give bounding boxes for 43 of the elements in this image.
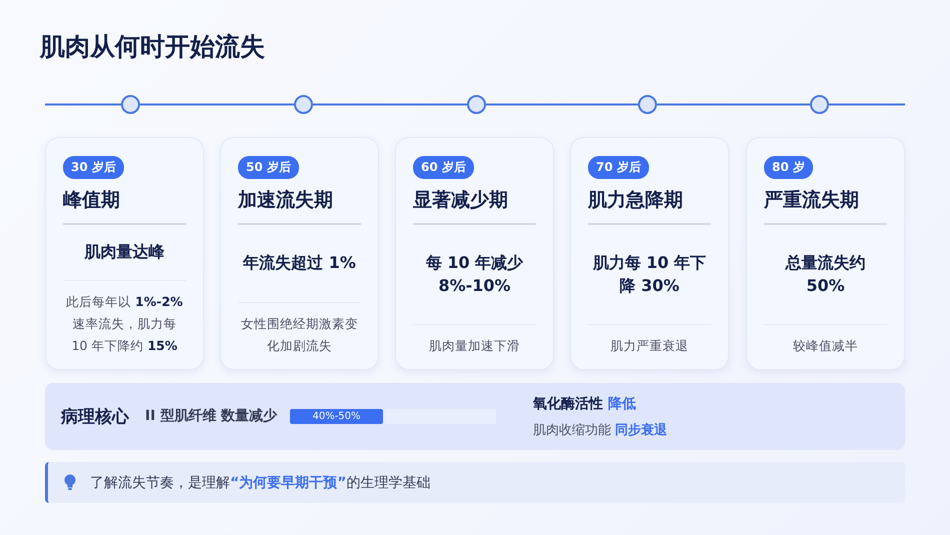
timeline-node-circle xyxy=(467,95,486,114)
stage-card xyxy=(746,137,905,370)
slide-title: 肌肉从何时开始流失 xyxy=(40,31,265,63)
key-fact: 每 10 年减少 8%-10% xyxy=(424,252,524,297)
age-badge: 50 岁后 xyxy=(238,156,299,179)
stage-card xyxy=(570,137,729,370)
age-badge: 30 岁后 xyxy=(63,156,124,179)
stage-title: 肌力急降期 xyxy=(588,188,684,213)
key-fact: 年流失超过 1% xyxy=(243,252,356,274)
timeline-node-circle xyxy=(121,95,140,114)
stage-note: 较峰值减半 xyxy=(792,337,859,356)
timeline-line xyxy=(140,104,294,106)
stage-card xyxy=(45,137,204,370)
stage-title: 严重流失期 xyxy=(764,188,860,213)
progress-bar: 40%-50% xyxy=(290,409,383,424)
stage-card xyxy=(395,137,554,370)
stage-note: 此后每年以 1%-2% 速率流失，肌力每 10 年下降约 15% xyxy=(65,293,184,356)
stage-note: 女性围绝经期激素变化加剧流失 xyxy=(240,315,359,356)
stage-title: 加速流失期 xyxy=(238,188,334,213)
key-fact: 肌力每 10 年下降 30% xyxy=(592,252,708,297)
stage-card xyxy=(220,137,379,370)
timeline-line xyxy=(313,104,467,106)
timeline-line xyxy=(657,104,810,106)
stage-note: 肌肉量加速下滑 xyxy=(428,337,521,356)
stage-title: 显著减少期 xyxy=(413,188,509,213)
enzyme-text: 氧化酶活性 降低 xyxy=(533,395,636,413)
fiber-label: II 型肌纤维 数量减少 xyxy=(145,407,278,425)
note-text: 了解流失节奏，是理解“为何要早期干预”的生理学基础 xyxy=(90,474,430,492)
info-panel xyxy=(45,383,905,450)
note-bar xyxy=(45,462,905,503)
timeline-node-circle xyxy=(294,95,313,114)
key-fact: 肌肉量达峰 xyxy=(84,241,164,264)
timeline-node-circle xyxy=(638,95,657,114)
panel-heading: 病理核心 xyxy=(61,406,129,428)
stage-note: 肌力严重衰退 xyxy=(610,337,690,356)
timeline-line xyxy=(486,104,638,106)
age-badge: 80 岁 xyxy=(764,156,813,179)
age-badge: 60 岁后 xyxy=(413,156,474,179)
timeline-node-circle xyxy=(810,95,829,114)
age-badge: 70 岁后 xyxy=(588,156,649,179)
stage-title: 峰值期 xyxy=(63,188,121,213)
key-fact: 总量流失约 50% xyxy=(784,252,866,297)
contraction-text: 肌肉收缩功能 同步衰退 xyxy=(533,422,668,439)
